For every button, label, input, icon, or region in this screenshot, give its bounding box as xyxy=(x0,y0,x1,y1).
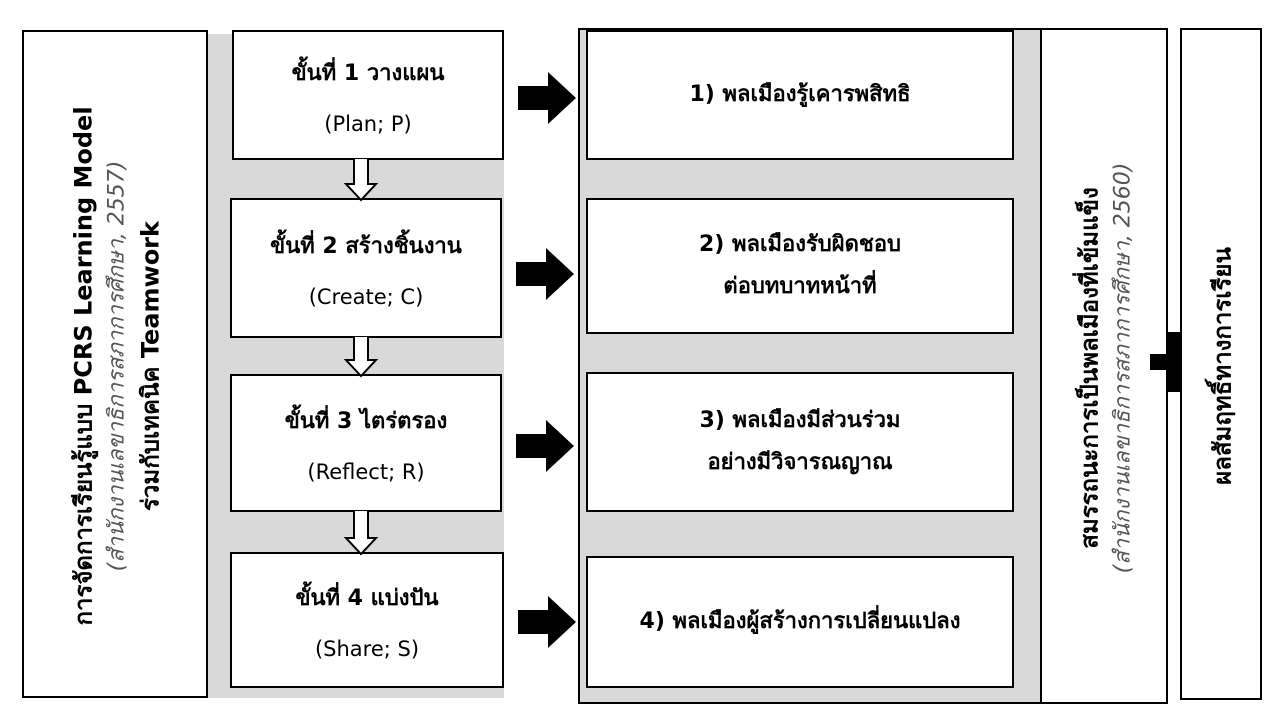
pcrs-model-panel: การจัดการเรียนรู้แบบ PCRS Learning Model… xyxy=(22,30,208,698)
outcome-text: 1) พลเมืองรู้เคารพสิทธิ xyxy=(689,82,911,108)
competency-panel: สมรรถนะการเป็นพลเมืองที่เข้มแข็ง (สำนักง… xyxy=(1040,28,1168,704)
outcome-responsibility: 2) พลเมืองรับผิดชอบ ต่อบทบาทหน้าที่ xyxy=(586,198,1014,334)
pcrs-model-title: การจัดการเรียนรู้แบบ PCRS Learning Model xyxy=(69,106,98,626)
outcome-text: ต่อบทบาทหน้าที่ xyxy=(723,274,877,299)
right-arrow-icon xyxy=(516,420,574,472)
achievement-title: ผลสัมฤทธิ์ทางการเรียน xyxy=(1208,247,1237,485)
right-arrow-icon xyxy=(518,72,576,124)
step-title: ขั้นที่ 1 วางแผน xyxy=(291,60,445,86)
step-reflect-box: ขั้นที่ 3 ไตร่ตรอง (Reflect; R) xyxy=(230,374,502,512)
step-create-box: ขั้นที่ 2 สร้างชิ้นงาน (Create; C) xyxy=(230,198,502,338)
competency-title: สมรรถนะการเป็นพลเมืองที่เข้มแข็ง xyxy=(1075,187,1104,549)
down-arrow-icon xyxy=(343,158,379,202)
step-share-box: ขั้นที่ 4 แบ่งปัน (Share; S) xyxy=(230,552,504,688)
outcome-text: 2) พลเมืองรับผิดชอบ xyxy=(698,232,902,258)
step-code: (Reflect; R) xyxy=(307,459,425,484)
step-title: ขั้นที่ 2 สร้างชิ้นงาน xyxy=(270,233,462,259)
right-arrow-icon xyxy=(518,596,576,648)
outcome-text: 3) พลเมืองมีส่วนร่วม xyxy=(699,408,901,434)
teamwork-technique-label: ร่วมกับเทคนิค Teamwork xyxy=(135,221,164,511)
outcome-text: อย่างมีวิจารณญาณ xyxy=(707,450,893,475)
outcome-text: 4) พลเมืองผู้สร้างการเปลี่ยนแปลง xyxy=(639,609,961,635)
achievement-panel: ผลสัมฤทธิ์ทางการเรียน xyxy=(1180,28,1262,700)
right-arrow-icon xyxy=(516,248,574,300)
step-code: (Share; S) xyxy=(314,636,420,661)
pcrs-model-citation: (สำนักงานเลขาธิการสภาการศึกษา, 2557) xyxy=(104,160,130,572)
step-code: (Create; C) xyxy=(308,284,424,309)
step-code: (Plan; P) xyxy=(324,111,412,136)
outcome-change-maker: 4) พลเมืองผู้สร้างการเปลี่ยนแปลง xyxy=(586,556,1014,688)
step-plan-box: ขั้นที่ 1 วางแผน (Plan; P) xyxy=(232,30,504,160)
step-title: ขั้นที่ 3 ไตร่ตรอง xyxy=(284,408,448,434)
competency-citation: (สำนักงานเลขาธิการสภาการศึกษา, 2560) xyxy=(1110,162,1136,574)
down-arrow-icon xyxy=(343,510,379,556)
outcome-participation: 3) พลเมืองมีส่วนร่วม อย่างมีวิจารณญาณ xyxy=(586,372,1014,512)
step-title: ขั้นที่ 4 แบ่งปัน xyxy=(295,585,439,611)
outcome-respect-rights: 1) พลเมืองรู้เคารพสิทธิ xyxy=(586,30,1014,160)
down-arrow-icon xyxy=(343,336,379,378)
